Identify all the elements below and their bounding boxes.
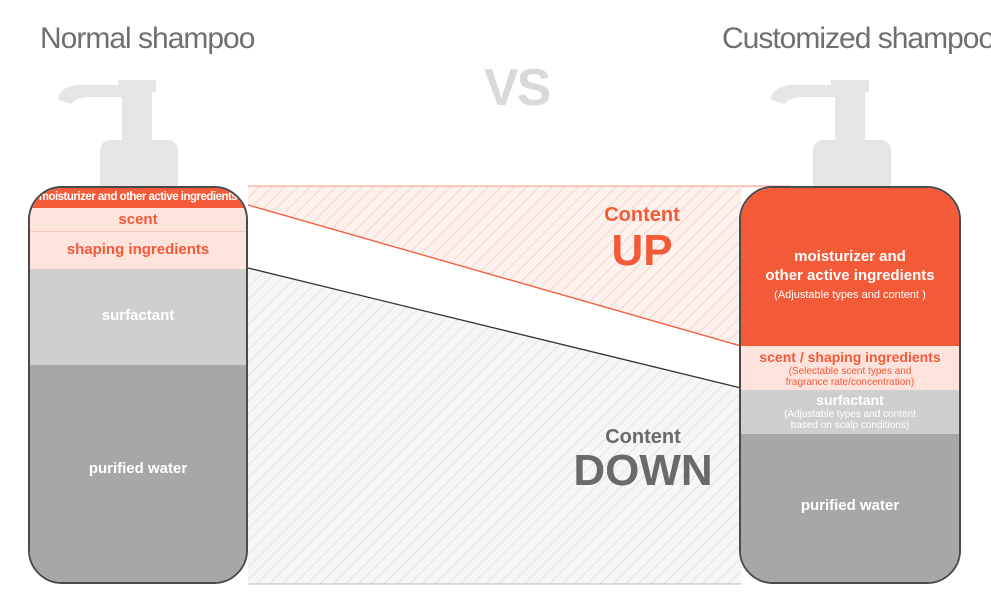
normal-surfactant-layer: surfactant — [30, 269, 246, 365]
normal-shaping-layer: shaping ingredients — [30, 232, 246, 269]
custom-scent-note-2: fragrance rate/concentration) — [785, 377, 915, 388]
content-down-region — [248, 268, 741, 584]
normal-scent-layer: scent — [30, 208, 246, 232]
custom-water-layer: purified water — [741, 434, 959, 582]
content-down-word: DOWN — [573, 446, 713, 495]
custom-scent-shaping-label: scent / shaping ingredients — [759, 349, 941, 365]
custom-water-label: purified water — [800, 497, 900, 514]
normal-shaping-label: shaping ingredients — [66, 241, 210, 258]
normal-water-label: purified water — [88, 460, 188, 477]
custom-surfactant-layer: surfactant (Adjustable types and content… — [741, 390, 959, 434]
right-pump — [771, 80, 891, 190]
normal-water-layer: purified water — [30, 365, 246, 582]
vs-label: VS — [484, 59, 551, 117]
customized-shampoo-title: Customized shampoo — [722, 22, 991, 55]
custom-scent-shaping-layer: scent / shaping ingredients (Selectable … — [741, 346, 959, 390]
custom-surfactant-note-1: (Adjustable types and content — [784, 409, 916, 420]
content-up-word: UP — [611, 226, 673, 275]
customized-shampoo-bottle: moisturizer and other active ingredients… — [739, 186, 961, 584]
normal-moisturizer-layer: moisturizer and other active ingredients — [30, 188, 246, 208]
custom-surfactant-note-2: based on scalp conditions) — [790, 420, 910, 431]
normal-moisturizer-label: moisturizer and other active ingredients — [38, 191, 238, 203]
custom-scent-note-1: (Selectable scent types and — [788, 366, 912, 377]
normal-shampoo-title: Normal shampoo — [40, 22, 255, 55]
custom-moisturizer-label-2: other active ingredients — [765, 267, 935, 284]
content-up-label: Content — [604, 204, 680, 226]
content-down-label: Content — [605, 426, 681, 448]
normal-shampoo-bottle: moisturizer and other active ingredients… — [28, 186, 248, 584]
custom-moisturizer-label-1: moisturizer and — [794, 248, 906, 265]
custom-surfactant-label: surfactant — [816, 392, 884, 408]
content-up-region — [248, 186, 800, 346]
custom-moisturizer-note: (Adjustable types and content ) — [774, 289, 926, 301]
normal-surfactant-label: surfactant — [101, 307, 175, 324]
left-pump — [58, 80, 178, 190]
custom-moisturizer-layer: moisturizer and other active ingredients… — [741, 188, 959, 346]
normal-scent-label: scent — [118, 211, 158, 228]
